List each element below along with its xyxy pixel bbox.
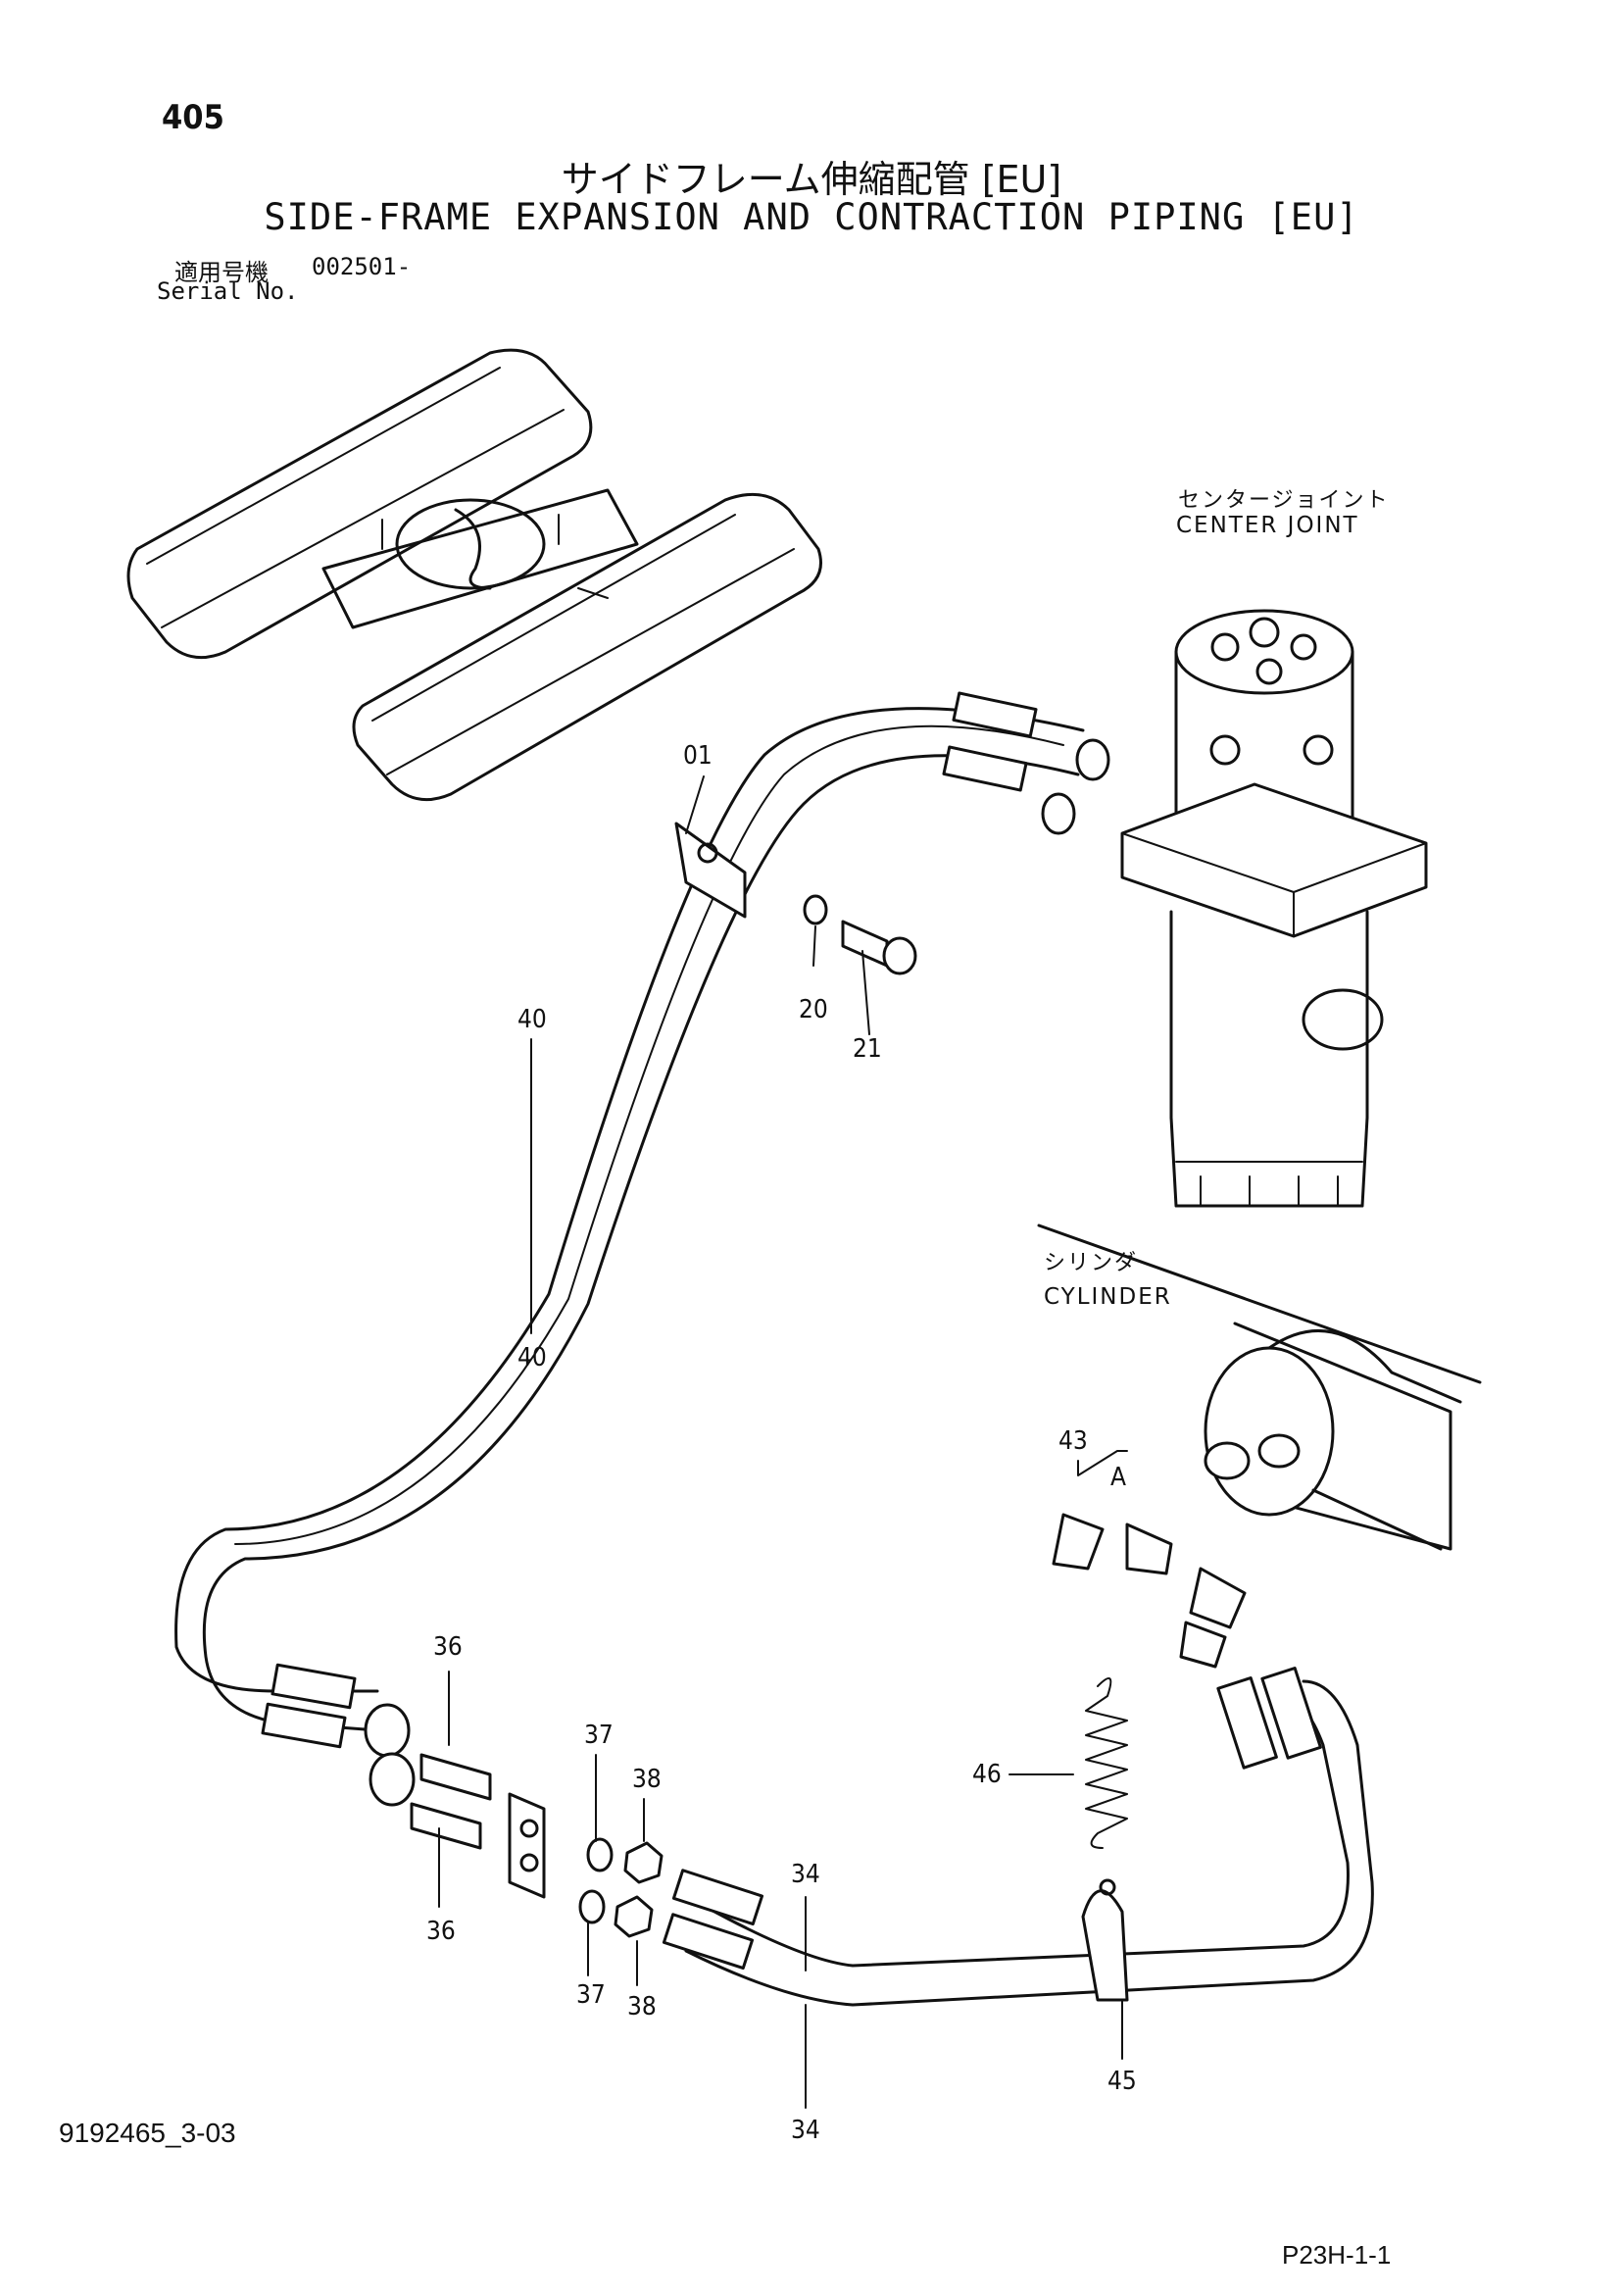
clamp-01-drawing xyxy=(674,822,747,919)
center-joint-drawing xyxy=(1120,609,1428,1208)
adapter-36-drawing xyxy=(410,1753,492,1850)
callout-part-20: 20 xyxy=(799,995,828,1024)
callout-part-38-top: 38 xyxy=(632,1765,662,1794)
hose-assembly-40 xyxy=(174,691,1110,1807)
callout-part-38-bottom: 38 xyxy=(627,1992,657,2021)
washer-20-drawing xyxy=(803,894,828,925)
title-japanese: サイドフレーム伸縮配管 [EU] xyxy=(561,158,1062,201)
center-joint-label-english: CENTER JOINT xyxy=(1176,513,1359,538)
callout-part-34-top: 34 xyxy=(791,1860,820,1889)
page-number: 405 xyxy=(162,98,224,137)
elbow-43-drawing xyxy=(1052,1450,1247,1669)
nut-38-drawing xyxy=(614,1841,664,1938)
cylinder-drawing xyxy=(1037,1223,1482,1551)
leader-lines xyxy=(438,775,1123,2109)
serial-number-value: 002501- xyxy=(312,253,412,280)
callout-part-36-bottom: 36 xyxy=(426,1917,456,1946)
callout-part-34-bottom: 34 xyxy=(791,2116,820,2145)
callout-part-40-bottom: 40 xyxy=(517,1343,547,1373)
spring-46-drawing xyxy=(1085,1677,1128,1849)
title-english: SIDE-FRAME EXPANSION AND CONTRACTION PIP… xyxy=(264,196,1359,238)
callout-part-45: 45 xyxy=(1107,2067,1137,2096)
page-code: P23H-1-1 xyxy=(1282,2240,1392,2270)
callout-part-36-top: 36 xyxy=(433,1632,463,1662)
serial-label-english: Serial No. xyxy=(157,277,299,305)
callout-part-43: 43 xyxy=(1058,1426,1088,1456)
callout-part-37-top: 37 xyxy=(584,1721,614,1750)
bolt-21-drawing xyxy=(841,920,917,975)
cylinder-label-japanese: シリンダ xyxy=(1044,1251,1139,1275)
callout-part-37-bottom: 37 xyxy=(576,1980,606,2010)
callout-part-40-top: 40 xyxy=(517,1005,547,1034)
washer-37-drawing xyxy=(578,1837,614,1924)
undercarriage-overview-drawing xyxy=(126,348,822,802)
detail-a-label: A xyxy=(1110,1463,1126,1492)
center-joint-label-japanese: センタージョイント xyxy=(1178,488,1390,513)
serial-label-japanese: 適用号機 xyxy=(174,259,269,286)
hose-assembly-34 xyxy=(662,1666,1374,2007)
callout-part-01: 01 xyxy=(683,741,713,771)
cylinder-label-english: CYLINDER xyxy=(1044,1284,1172,1310)
callout-part-46: 46 xyxy=(972,1760,1002,1789)
document-number: 9192465_3-03 xyxy=(59,2118,236,2148)
bracket-plate-drawing xyxy=(508,1792,546,1899)
clamp-45-drawing xyxy=(1081,1878,1129,2002)
callout-part-21: 21 xyxy=(853,1034,882,1064)
